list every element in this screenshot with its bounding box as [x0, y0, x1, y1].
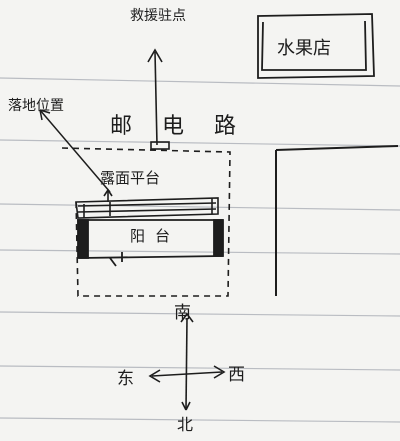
- small-marker-box: [150, 141, 170, 150]
- fruit-shop-building: [257, 13, 375, 79]
- balcony-label: 阳台: [130, 227, 180, 245]
- compass-arrows: [148, 312, 226, 411]
- compass-east: 东: [117, 369, 134, 389]
- dashed-site-boundary: [61, 147, 231, 297]
- compass-west: 西: [228, 365, 245, 385]
- right-building-outline: [275, 145, 399, 296]
- top-annotation: 救援驻点: [130, 8, 186, 24]
- fall-position-arrow: [39, 109, 111, 193]
- exposed-platform-label: 露面平台: [100, 169, 160, 187]
- fruit-shop-label: 水果店: [277, 38, 331, 59]
- road-label: 邮电路: [110, 114, 266, 139]
- platform-structure: [75, 188, 219, 219]
- balcony-box: [77, 219, 224, 267]
- upward-arrow: [147, 48, 163, 146]
- fall-position-label: 落地位置: [8, 98, 64, 114]
- compass-north: 北: [177, 415, 193, 434]
- compass-south: 南: [174, 303, 191, 323]
